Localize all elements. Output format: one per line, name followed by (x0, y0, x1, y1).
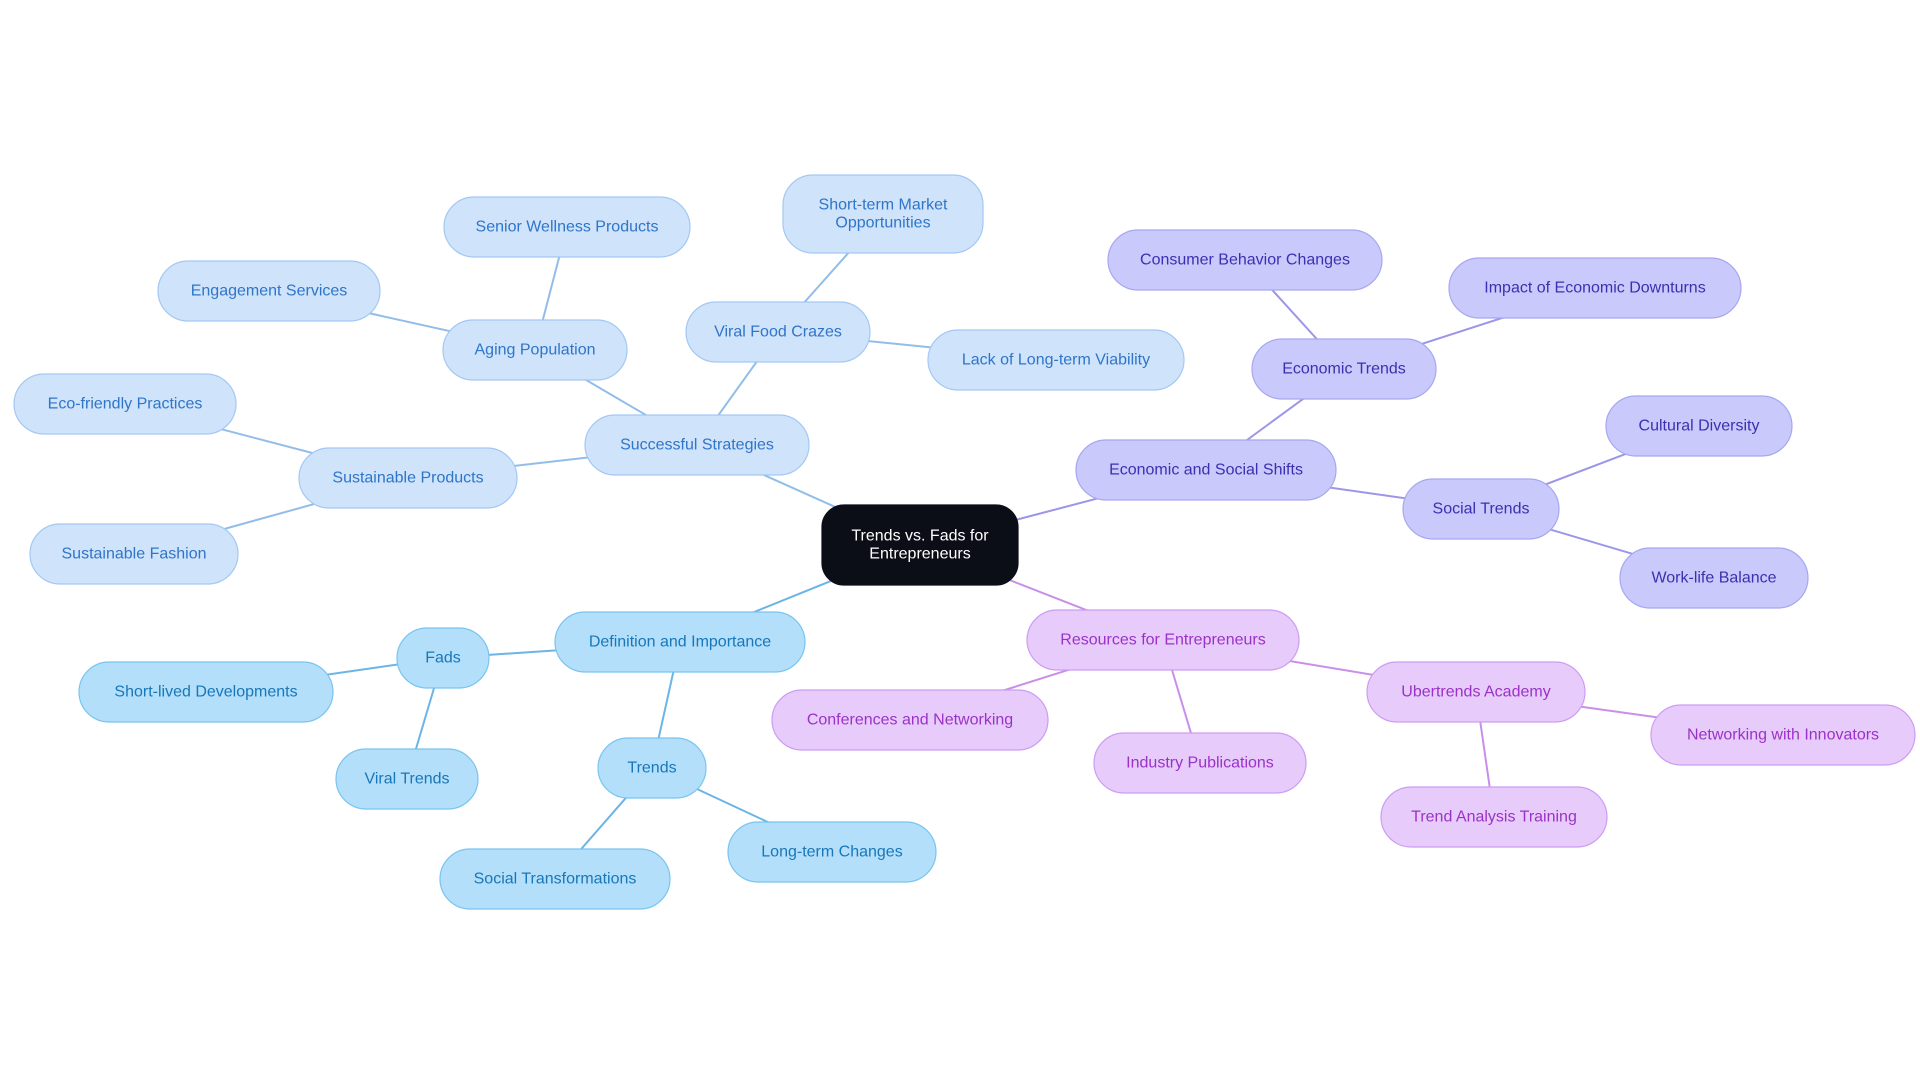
node-eco-friendly[interactable]: Eco-friendly Practices (13, 373, 237, 435)
node-long-term-changes-shape (727, 821, 937, 883)
node-viral-food-shape (685, 301, 871, 363)
node-work-life[interactable]: Work-life Balance (1619, 547, 1809, 609)
node-engagement-shape (157, 260, 381, 322)
node-conferences-shape (771, 689, 1049, 751)
node-cultural-diversity-shape (1605, 395, 1793, 457)
node-consumer-behavior-label: Consumer Behavior Changes (1140, 252, 1350, 269)
node-lack-viability-shape (927, 329, 1185, 391)
node-definition-label: Definition and Importance (589, 634, 771, 651)
node-economic-downturns[interactable]: Impact of Economic Downturns (1448, 257, 1742, 319)
node-fads-label: Fads (425, 650, 461, 667)
node-long-term-changes[interactable]: Long-term Changes (727, 821, 937, 883)
node-publications[interactable]: Industry Publications (1093, 732, 1307, 794)
node-work-life-shape (1619, 547, 1809, 609)
node-eco-friendly-label: Eco-friendly Practices (48, 396, 203, 413)
node-definition-shape (554, 611, 806, 673)
node-sustainable-fashion[interactable]: Sustainable Fashion (29, 523, 239, 585)
node-eco-friendly-shape (13, 373, 237, 435)
node-senior-wellness-shape (443, 196, 691, 258)
node-economic-trends-label: Economic Trends (1282, 361, 1406, 378)
node-social-transformations[interactable]: Social Transformations (439, 848, 671, 910)
node-economic-trends[interactable]: Economic Trends (1251, 338, 1437, 400)
mind-map-nodes: Definition and ImportanceFadsShort-lived… (13, 174, 1916, 910)
node-publications-label: Industry Publications (1126, 755, 1274, 772)
node-short-term-market-label: Short-term Market (819, 197, 948, 214)
node-viral-trends[interactable]: Viral Trends (335, 748, 479, 810)
node-trends-label: Trends (627, 760, 676, 777)
node-viral-food[interactable]: Viral Food Crazes (685, 301, 871, 363)
node-trends[interactable]: Trends (597, 737, 707, 799)
node-sustainable-products-label: Sustainable Products (332, 470, 483, 487)
node-ubertrends-shape (1366, 661, 1586, 723)
node-viral-food-label: Viral Food Crazes (714, 324, 842, 341)
node-networking-innovators-label: Networking with Innovators (1687, 727, 1879, 744)
node-strategies-shape (584, 414, 810, 476)
node-social-trends-shape (1402, 478, 1560, 540)
node-consumer-behavior-shape (1107, 229, 1383, 291)
node-resources-label: Resources for Entrepreneurs (1060, 632, 1265, 649)
node-short-lived[interactable]: Short-lived Developments (78, 661, 334, 723)
node-sustainable-products[interactable]: Sustainable Products (298, 447, 518, 509)
node-conferences-label: Conferences and Networking (807, 712, 1013, 729)
node-short-lived-label: Short-lived Developments (114, 684, 297, 701)
node-economic-downturns-label: Impact of Economic Downturns (1484, 280, 1705, 297)
node-strategies-label: Successful Strategies (620, 437, 774, 454)
node-strategies[interactable]: Successful Strategies (584, 414, 810, 476)
node-trend-analysis-label: Trend Analysis Training (1411, 809, 1577, 826)
node-networking-innovators-shape (1650, 704, 1916, 766)
node-sustainable-fashion-label: Sustainable Fashion (62, 546, 207, 563)
node-short-term-market-label: Opportunities (835, 215, 930, 232)
node-conferences[interactable]: Conferences and Networking (771, 689, 1049, 751)
node-shifts-label: Economic and Social Shifts (1109, 462, 1303, 479)
node-fads-shape (396, 627, 490, 689)
node-central-label: Entrepreneurs (869, 546, 970, 563)
node-aging[interactable]: Aging Population (442, 319, 628, 381)
node-publications-shape (1093, 732, 1307, 794)
node-shifts[interactable]: Economic and Social Shifts (1075, 439, 1337, 501)
node-short-term-market-shape (782, 174, 984, 254)
node-long-term-changes-label: Long-term Changes (761, 844, 902, 861)
node-trend-analysis-shape (1380, 786, 1608, 848)
node-lack-viability-label: Lack of Long-term Viability (962, 352, 1150, 369)
node-sustainable-fashion-shape (29, 523, 239, 585)
node-central-label: Trends vs. Fads for (851, 528, 989, 545)
node-work-life-label: Work-life Balance (1651, 570, 1776, 587)
node-economic-downturns-shape (1448, 257, 1742, 319)
node-resources[interactable]: Resources for Entrepreneurs (1026, 609, 1300, 671)
node-definition[interactable]: Definition and Importance (554, 611, 806, 673)
node-sustainable-products-shape (298, 447, 518, 509)
node-aging-label: Aging Population (475, 342, 596, 359)
node-short-lived-shape (78, 661, 334, 723)
node-central-shape (821, 504, 1019, 586)
node-shifts-shape (1075, 439, 1337, 501)
node-social-trends-label: Social Trends (1433, 501, 1530, 518)
node-economic-trends-shape (1251, 338, 1437, 400)
node-social-transformations-label: Social Transformations (474, 871, 637, 888)
node-resources-shape (1026, 609, 1300, 671)
node-viral-trends-shape (335, 748, 479, 810)
node-cultural-diversity-label: Cultural Diversity (1639, 418, 1760, 435)
node-senior-wellness-label: Senior Wellness Products (476, 219, 659, 236)
node-fads[interactable]: Fads (396, 627, 490, 689)
node-engagement-label: Engagement Services (191, 283, 348, 300)
node-cultural-diversity[interactable]: Cultural Diversity (1605, 395, 1793, 457)
node-lack-viability[interactable]: Lack of Long-term Viability (927, 329, 1185, 391)
node-consumer-behavior[interactable]: Consumer Behavior Changes (1107, 229, 1383, 291)
node-viral-trends-label: Viral Trends (364, 771, 449, 788)
node-networking-innovators[interactable]: Networking with Innovators (1650, 704, 1916, 766)
node-ubertrends-label: Ubertrends Academy (1401, 684, 1550, 701)
node-senior-wellness[interactable]: Senior Wellness Products (443, 196, 691, 258)
node-social-trends[interactable]: Social Trends (1402, 478, 1560, 540)
node-trends-shape (597, 737, 707, 799)
node-social-transformations-shape (439, 848, 671, 910)
node-trend-analysis[interactable]: Trend Analysis Training (1380, 786, 1608, 848)
node-aging-shape (442, 319, 628, 381)
node-engagement[interactable]: Engagement Services (157, 260, 381, 322)
node-ubertrends[interactable]: Ubertrends Academy (1366, 661, 1586, 723)
